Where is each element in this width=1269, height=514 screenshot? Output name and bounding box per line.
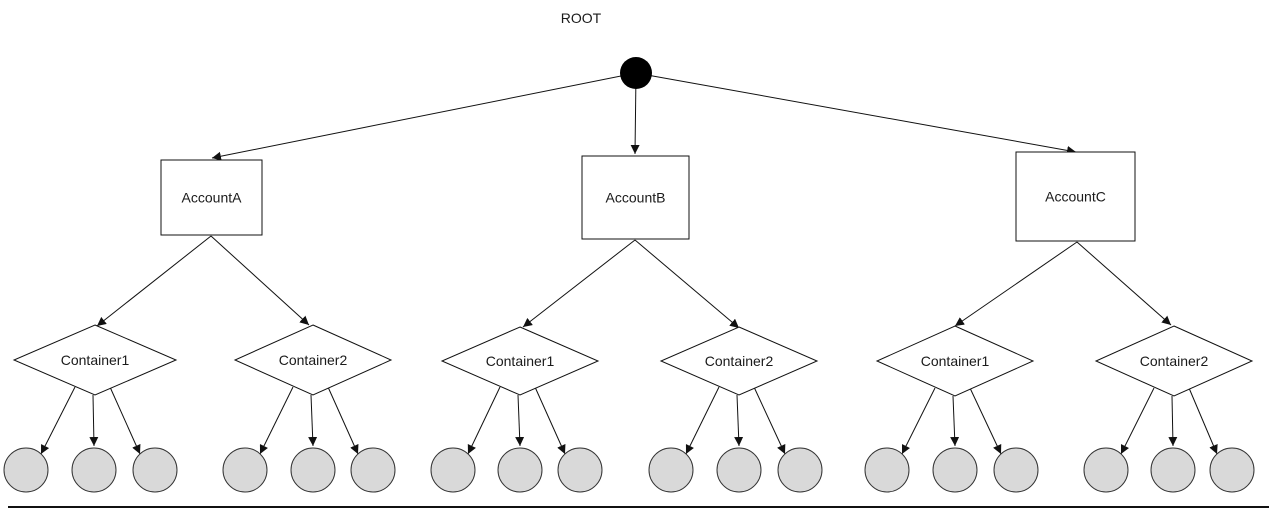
edge-container-b-1-to-object-2 [515,394,525,447]
container-label-a-2: Container2 [279,352,348,368]
object-node-b-2-2 [716,447,762,493]
edge-container-b-2-to-object-3 [753,386,786,455]
account-label-c: AccountC [1045,189,1106,205]
edge-container-b-1-to-object-3 [534,386,566,455]
object-node-b-2-1 [648,447,694,493]
container-diamond-a-2 [233,324,393,396]
object-node-c-1-2 [932,447,978,493]
object-node-c-2-1 [1083,447,1129,493]
edges-layer [40,72,1218,455]
container-label-b-1: Container1 [486,353,555,369]
edge-container-b-1-to-object-1 [467,386,501,455]
object-node-c-2-3 [1209,447,1255,493]
object-node-c-2-2 [1150,447,1196,493]
object-node-a-1-2 [71,447,117,493]
edge-container-a-2-to-object-1 [259,386,294,455]
container-label-c-1: Container1 [921,353,990,369]
container-diamond-b-1 [440,326,600,396]
nodes-layer: ROOT AccountA Container1 Container2 Account… [3,10,1255,493]
edge-container-a-2-to-object-2 [308,394,318,447]
edge-root-to-account-a [211,72,637,161]
container-diamond-a-1 [12,324,178,396]
edge-account-a-to-container-1 [96,235,212,327]
object-node-b-1-1 [430,447,476,493]
object-node-a-2-3 [350,447,396,493]
edge-container-c-1-to-object-2 [950,395,960,447]
container-label-c-2: Container2 [1140,353,1209,369]
edge-container-c-2-to-object-3 [1188,387,1218,455]
container-label-a-1: Container1 [61,352,130,368]
edge-container-c-2-to-object-1 [1120,387,1155,455]
edge-account-b-to-container-1 [522,239,636,328]
account-box-a [160,159,263,236]
object-node-b-2-3 [777,447,823,493]
object-node-a-1-3 [132,447,178,493]
object-node-c-1-3 [993,447,1039,493]
edge-account-c-to-container-2 [1076,241,1172,326]
container-diamond-c-1 [875,325,1035,397]
edge-container-b-2-to-object-2 [734,394,744,447]
object-node-a-2-1 [222,447,268,493]
root-label: ROOT [561,10,602,26]
object-node-a-2-2 [290,447,336,493]
edge-container-a-1-to-object-2 [89,394,99,447]
root-node [620,57,652,89]
object-node-c-1-1 [864,447,910,493]
container-label-b-2: Container2 [705,353,774,369]
object-node-b-1-3 [557,447,603,493]
object-node-a-1-1 [3,447,49,493]
account-label-a: AccountA [182,190,243,206]
account-box-b [581,155,690,240]
edge-container-a-2-to-object-3 [327,386,359,455]
edge-container-c-1-to-object-3 [969,387,1002,455]
edge-container-c-2-to-object-2 [1168,395,1178,447]
edge-container-a-1-to-object-3 [109,386,141,455]
object-node-b-1-2 [497,447,543,493]
edge-container-b-2-to-object-1 [685,386,720,455]
edge-account-a-to-container-2 [210,235,310,326]
edge-root-to-account-c [635,72,1077,155]
container-diamond-b-2 [659,326,819,396]
edge-container-c-1-to-object-1 [901,387,936,455]
edge-container-a-1-to-object-1 [40,386,76,455]
account-box-c [1015,151,1136,242]
account-label-b: AccountB [606,190,666,206]
container-diamond-c-2 [1094,325,1254,397]
edge-account-c-to-container-1 [954,241,1078,327]
edge-account-b-to-container-2 [634,239,740,329]
